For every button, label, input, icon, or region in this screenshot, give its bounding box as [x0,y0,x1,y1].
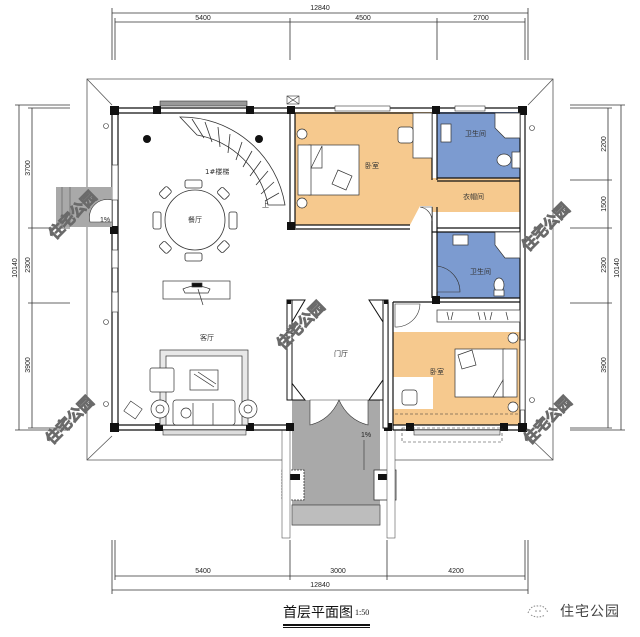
tv-cabinet [162,280,231,306]
bottom-dimension-1: 5400 [195,568,211,575]
vent-box [286,95,300,105]
bedroom-1-bed [296,128,360,209]
bedroom-1-label: 卧室 [365,161,379,170]
dining-room-label: 餐厅 [188,215,202,224]
left-dimension-2: 2300 [25,257,32,273]
top-dimension-lines [111,8,529,60]
roof-outline [86,78,554,461]
right-dimension-3: 2300 [601,257,608,273]
column-foyer [384,300,388,304]
bathroom-2-fixtures [452,231,521,297]
title-underline-thin [283,627,370,628]
wechat-logo-icon [527,605,549,618]
right-dimension-2: 1500 [601,196,608,212]
porch-column-left [281,429,305,539]
porch-slope-label: 1% [361,432,371,439]
top-total-dimension: 12840 [310,5,330,12]
downpipes [103,123,535,407]
column-round [143,135,151,143]
svg-text:住宅公园: 住宅公园 [518,200,573,255]
windows-right [519,339,526,411]
side-table [123,400,143,420]
bay-window-outline [401,427,503,443]
right-total-dimension: 10140 [614,258,621,278]
column-foyer [287,300,291,304]
top-dimension-3: 2700 [473,15,489,22]
top-dimension-2: 4500 [355,15,371,22]
svg-text:住宅公园: 住宅公园 [42,393,97,448]
porch-steps [291,504,381,526]
drawing-scale: 1:50 [355,608,370,617]
bottom-total-dimension: 12840 [310,582,330,589]
porch-floor [292,400,380,505]
foyer-door-swing [309,399,369,426]
windows-left [111,164,119,313]
porch-column-right [373,429,397,539]
top-dimension-1: 5400 [195,15,211,22]
right-dimension-4: 3900 [601,357,608,373]
bedroom-1-desk [397,112,433,159]
bedroom-2-bed [454,332,519,413]
closet-door-swing [419,206,433,222]
bedroom-1-floor [295,112,520,225]
living-room-label: 客厅 [200,333,214,342]
brand-label: 住宅公园 [560,604,620,620]
right-dimension-lines [570,104,625,431]
left-dimension-1: 3700 [25,160,32,176]
left-dimension-3: 3900 [25,357,32,373]
foyer-label: 门厅 [334,349,348,358]
title-underline [283,624,370,626]
dining-table [152,179,238,262]
stair-up-label: 上 [262,200,269,209]
right-dimension-1: 2200 [601,136,608,152]
structural-columns [110,106,527,432]
windows-bottom [162,429,501,436]
closet-label: 衣帽间 [463,192,484,201]
windows-top [159,100,486,112]
svg-text:住宅公园: 住宅公园 [520,393,575,448]
living-room-sofa-set [149,349,258,426]
left-total-dimension: 10140 [12,258,19,278]
bedroom-2-label: 卧室 [430,367,444,376]
left-dimension-lines [15,104,70,431]
bathroom-2-label: 卫生间 [470,267,491,276]
bathroom-1-label: 卫生间 [465,129,486,138]
spiral-staircase [179,116,286,206]
bathroom-1-fixtures [440,112,521,169]
bottom-dimension-3: 4200 [448,568,464,575]
wardrobe [436,309,521,323]
bathroom-2-door-swing [436,265,461,293]
bottom-dimension-lines [111,540,529,594]
side-entrance-slope-label: 1% [100,217,110,224]
drawing-title: 首层平面图 [283,605,353,621]
bedroom-2-door-swing [394,303,421,328]
stair-label: 1#楼梯 [205,167,229,176]
bottom-dimension-2: 3000 [330,568,346,575]
column-round [255,135,263,143]
side-entrance [56,187,113,227]
bedroom-2-chair [401,389,418,406]
